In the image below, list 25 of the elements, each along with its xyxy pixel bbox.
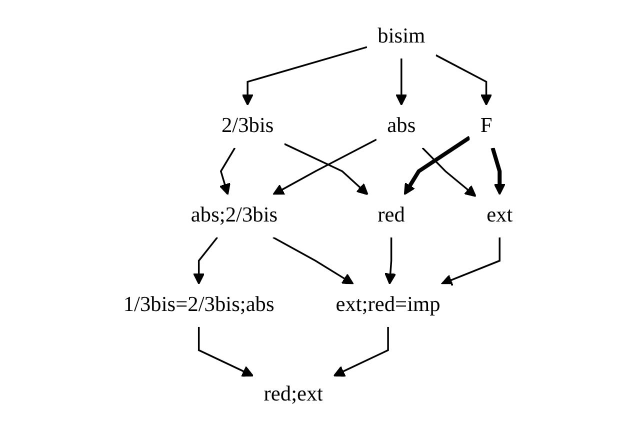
arrow [242,46,368,106]
node-text: ext [487,204,514,227]
arrow [491,147,506,196]
node-text: ext;red=imp [336,293,441,316]
arrow [220,147,236,196]
arrow [198,326,254,377]
arrow [334,326,390,377]
node-text: abs;2/3bis [191,204,278,227]
arrow [193,236,218,285]
node-text: red;ext [264,382,324,406]
arrow [273,236,354,285]
arrow [404,136,472,196]
node-text: 1/3bis=2/3bis;abs [124,293,275,316]
arrow [436,54,493,106]
node-text: bisim [378,25,426,48]
arrow [384,237,397,285]
arrow [422,147,477,197]
arrow [441,237,501,286]
arrow [272,138,378,196]
arrow [396,58,408,106]
node-text: red [378,204,406,227]
node-text: F [480,114,493,138]
arrow [284,143,369,196]
node-text: 2/3bis [222,114,274,138]
node-text: abs [388,114,416,138]
